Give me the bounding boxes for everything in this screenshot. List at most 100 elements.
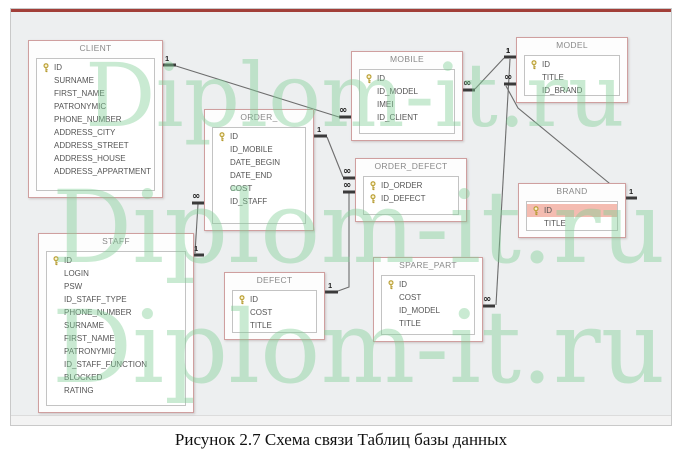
field-name: ADDRESS_STREET <box>54 141 129 150</box>
key-icon-slot <box>52 282 61 292</box>
field-name: ID_STAFF <box>230 197 268 206</box>
field-row[interactable]: SURNAME <box>37 74 154 87</box>
field-row[interactable]: TITLE <box>382 317 474 330</box>
field-name: FIRST_NAME <box>54 89 105 98</box>
key-icon-slot <box>42 102 51 112</box>
field-row[interactable]: ID_ORDER <box>364 179 458 192</box>
field-row[interactable]: ID_DEFECT <box>364 192 458 205</box>
field-name: ID_MODEL <box>399 306 440 315</box>
field-row[interactable]: ID <box>213 130 305 143</box>
key-icon-slot <box>238 321 247 331</box>
key-icon-slot <box>42 89 51 99</box>
field-row[interactable]: IMEI <box>360 98 454 111</box>
field-row[interactable]: TITLE <box>527 217 617 230</box>
field-row[interactable]: FIRST_NAME <box>47 332 185 345</box>
field-row[interactable]: COST <box>233 306 316 319</box>
key-icon-slot <box>42 141 51 151</box>
key-icon-slot <box>218 184 227 194</box>
field-row[interactable]: ID_MODEL <box>382 304 474 317</box>
field-row[interactable]: DATE_BEGIN <box>213 156 305 169</box>
key-icon-slot <box>52 347 61 357</box>
field-row[interactable]: SURNAME <box>47 319 185 332</box>
field-row[interactable]: ID <box>37 61 154 74</box>
field-row[interactable]: FIRST_NAME <box>37 87 154 100</box>
field-name: FIRST_NAME <box>64 334 115 343</box>
field-name: TITLE <box>399 319 421 328</box>
field-row[interactable]: TITLE <box>233 319 316 332</box>
field-row[interactable]: ID <box>360 72 454 85</box>
primary-key-icon <box>387 279 396 290</box>
primary-key-icon <box>365 73 374 84</box>
field-row[interactable]: PATRONYMIC <box>47 345 185 358</box>
field-name: ID <box>230 132 238 141</box>
field-name: ID <box>54 63 62 72</box>
field-row[interactable]: ID <box>382 278 474 291</box>
field-row[interactable]: ID <box>47 254 185 267</box>
field-row[interactable]: ID <box>233 293 316 306</box>
field-row[interactable]: LOGIN <box>47 267 185 280</box>
field-name: ID_BRAND <box>542 86 583 95</box>
table-title: ORDER_DEFECT <box>374 161 448 171</box>
field-row[interactable]: ID_BRAND <box>525 84 619 95</box>
field-name: TITLE <box>544 219 566 228</box>
field-row[interactable]: PHONE_NUMBER <box>37 113 154 126</box>
table-title: STAFF <box>102 236 130 246</box>
field-name: TITLE <box>250 321 272 330</box>
field-name: ID_CLIENT <box>377 113 418 122</box>
field-row[interactable]: RATING <box>47 384 185 397</box>
field-name: ADDRESS_HOUSE <box>54 154 126 163</box>
field-name: ADDRESS_APPARTMENT <box>54 167 152 176</box>
key-icon-slot <box>530 73 539 83</box>
primary-key-icon <box>52 255 61 266</box>
field-name: COST <box>250 308 273 317</box>
field-row[interactable]: BLOCKED <box>47 371 185 384</box>
field-name: ID <box>544 206 552 215</box>
field-row[interactable]: PSW <box>47 280 185 293</box>
field-name: SURNAME <box>64 321 105 330</box>
key-icon-slot <box>52 360 61 370</box>
field-row[interactable]: COST <box>382 291 474 304</box>
field-row[interactable]: ID_STAFF_TYPE <box>47 293 185 306</box>
key-icon-slot <box>52 373 61 383</box>
field-row[interactable]: ADDRESS_STREET <box>37 139 154 152</box>
field-row[interactable]: ID_MODEL <box>360 85 454 98</box>
field-row[interactable]: PHONE_NUMBER <box>47 306 185 319</box>
key-icon-slot <box>218 171 227 181</box>
field-row[interactable]: ID_STAFF <box>213 195 305 208</box>
field-name: ID <box>64 256 72 265</box>
key-icon-slot <box>42 76 51 86</box>
field-row[interactable]: PATRONYMIC <box>37 100 154 113</box>
field-row[interactable]: ID_MOBILE <box>213 143 305 156</box>
field-row[interactable]: ID_STAFF_FUNCTION <box>47 358 185 371</box>
key-icon-slot <box>42 128 51 138</box>
field-name: ID <box>399 280 407 289</box>
horizontal-scrollbar[interactable] <box>11 415 671 425</box>
field-row[interactable]: ID_CLIENT <box>360 111 454 124</box>
field-row[interactable]: ADDRESS_CITY <box>37 126 154 139</box>
key-icon-slot <box>218 197 227 207</box>
field-row[interactable]: ID <box>525 58 619 71</box>
key-icon-slot <box>387 293 396 303</box>
table-order_defect[interactable]: ORDER_DEFECT ID_ORDER ID_DEFECT <box>355 158 467 222</box>
field-name: ID_DEFECT <box>381 194 426 203</box>
field-row[interactable]: TITLE <box>525 71 619 84</box>
field-row[interactable]: ADDRESS_HOUSE <box>37 152 154 165</box>
field-row[interactable]: DATE_END <box>213 169 305 182</box>
field-name: LOGIN <box>64 269 89 278</box>
field-row[interactable]: ID <box>527 204 617 217</box>
field-row[interactable]: COST <box>213 182 305 195</box>
field-row[interactable]: ADDRESS_APPARTMENT <box>37 165 154 178</box>
window-accent-strip <box>11 9 671 12</box>
